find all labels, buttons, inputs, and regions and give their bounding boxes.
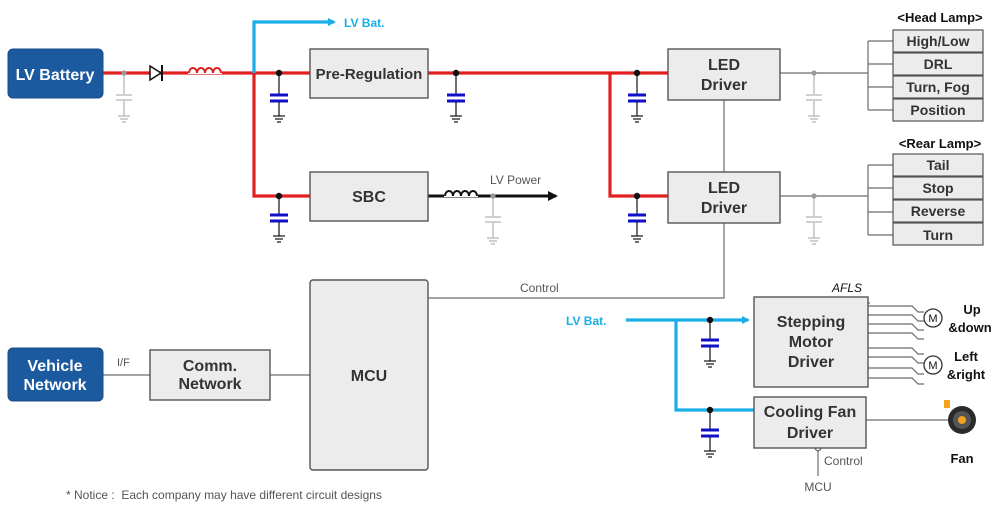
- stepping-motor-driver-block: Stepping Motor Driver: [753, 296, 869, 388]
- svg-text:Reverse: Reverse: [911, 203, 966, 219]
- svg-text:Motor: Motor: [789, 334, 833, 351]
- svg-text:Position: Position: [910, 102, 965, 118]
- lamp-item: Turn: [892, 222, 984, 246]
- left-right-label: &right: [947, 367, 986, 382]
- sbc-block: SBC: [309, 171, 429, 222]
- led2-feed: [608, 73, 668, 198]
- junction-dots: [275, 69, 714, 414]
- svg-text:Cooling Fan: Cooling Fan: [764, 404, 856, 421]
- lv-bat-top-line: [252, 18, 336, 73]
- svg-text:LED: LED: [708, 180, 740, 197]
- lv-battery-block: LV Battery: [7, 48, 104, 99]
- optional-capacitor-icon: [485, 196, 501, 245]
- capacitor-icon: [447, 73, 465, 123]
- lamp-item: High/Low: [892, 29, 984, 53]
- capacitor-icon: [701, 410, 719, 458]
- svg-text:Turn, Fog: Turn, Fog: [906, 79, 970, 95]
- svg-text:LV Battery: LV Battery: [16, 67, 95, 84]
- afls-label: AFLS: [831, 281, 862, 295]
- capacitor-icon: [628, 196, 646, 243]
- lamp-item: Reverse: [892, 199, 984, 223]
- left-right-label: Left: [954, 349, 979, 364]
- svg-text:M: M: [928, 313, 937, 325]
- cooling-fan-driver-block: Cooling Fan Driver: [753, 396, 867, 449]
- fan-icon: [944, 400, 976, 434]
- svg-text:Network: Network: [178, 376, 241, 393]
- lamp-item: Stop: [892, 176, 984, 200]
- lv-bat-label: LV Bat.: [344, 16, 384, 30]
- svg-text:Comm.: Comm.: [183, 358, 237, 375]
- control-line-main: [428, 222, 725, 299]
- lv-bat-label: LV Bat.: [566, 314, 606, 328]
- optional-capacitor-icon: [806, 196, 822, 245]
- optional-capacitor-icon: [806, 73, 822, 123]
- svg-text:Network: Network: [23, 377, 86, 394]
- led-driver-block: LED Driver: [667, 48, 781, 101]
- pre-regulation-block: Pre-Regulation: [309, 48, 429, 99]
- mcu-block: MCU: [309, 279, 429, 471]
- svg-text:Vehicle: Vehicle: [27, 358, 82, 375]
- led-driver-block: LED Driver: [667, 171, 781, 224]
- svg-text:Pre-Regulation: Pre-Regulation: [316, 66, 423, 83]
- svg-text:Driver: Driver: [787, 425, 833, 442]
- motor-up-down-icon: M: [923, 308, 943, 328]
- motor-left-right-icon: M: [923, 355, 943, 375]
- svg-text:Turn: Turn: [923, 227, 953, 243]
- capacitor-icon: [628, 73, 646, 123]
- if-label: I/F: [117, 357, 130, 369]
- svg-text:Stepping: Stepping: [777, 314, 845, 331]
- up-down-label: Up: [963, 302, 980, 317]
- wires: [103, 18, 950, 476]
- optional-capacitor-icon: [116, 73, 132, 123]
- svg-text:Driver: Driver: [701, 77, 747, 94]
- lv-power-label: LV Power: [490, 173, 541, 187]
- fan-label: Fan: [950, 451, 973, 466]
- diode-icon: [149, 64, 163, 82]
- lv-bat-fan-line: [674, 320, 754, 412]
- svg-text:SBC: SBC: [352, 189, 386, 206]
- capacitor-icon: [270, 73, 288, 123]
- lamp-item: DRL: [892, 52, 984, 76]
- notice-text: * Notice : Each company may have differe…: [66, 488, 382, 502]
- inductor-icon: [188, 64, 222, 74]
- comm-network-block: Comm. Network: [149, 349, 271, 401]
- svg-text:Stop: Stop: [922, 180, 953, 196]
- capacitor-icon: [270, 196, 288, 243]
- fan-control-label: Control: [824, 454, 863, 468]
- motor-wires: [868, 305, 924, 385]
- svg-text:M: M: [928, 360, 937, 372]
- svg-text:High/Low: High/Low: [907, 33, 970, 49]
- mcu-ref-label: MCU: [804, 480, 831, 494]
- svg-text:Driver: Driver: [701, 200, 747, 217]
- head-lamp-list: High/Low DRL Turn, Fog Position: [892, 29, 984, 122]
- svg-text:DRL: DRL: [924, 56, 953, 72]
- lamp-item: Turn, Fog: [892, 75, 984, 99]
- up-down-label: &down: [948, 320, 991, 335]
- vehicle-network-block: Vehicle Network: [7, 347, 104, 402]
- svg-text:Driver: Driver: [788, 354, 834, 371]
- rear-lamp-list: Tail Stop Reverse Turn: [892, 153, 984, 246]
- svg-text:LED: LED: [708, 57, 740, 74]
- svg-text:MCU: MCU: [351, 368, 387, 385]
- sbc-feed: [252, 73, 310, 198]
- svg-text:Tail: Tail: [926, 157, 949, 173]
- inductor-icon: [444, 187, 478, 197]
- rear-lamp-title: <Rear Lamp>: [899, 136, 982, 151]
- lamp-item: Position: [892, 98, 984, 122]
- optional-junction-dots: [121, 70, 817, 199]
- capacitor-icon: [701, 320, 719, 368]
- control-label: Control: [520, 281, 559, 295]
- lamp-item: Tail: [892, 153, 984, 177]
- head-lamp-title: <Head Lamp>: [897, 10, 983, 25]
